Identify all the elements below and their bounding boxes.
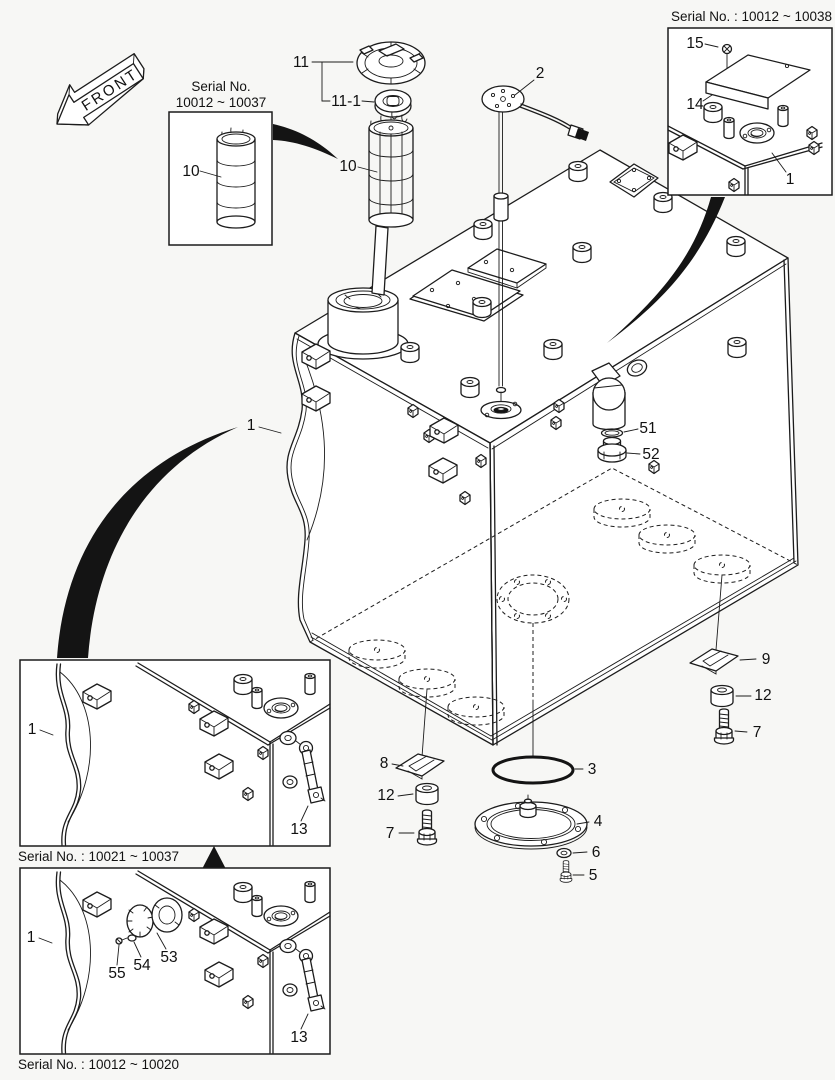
callout-label-13-mid: 13 (290, 821, 307, 838)
tank-hidden-bottom (309, 467, 799, 758)
cap-gasket-ring (374, 89, 412, 118)
inset-strainer-drawing: 10 (182, 127, 256, 229)
swoosh-arrow-left (57, 427, 238, 658)
access-cover-plate (609, 163, 659, 198)
callout-cover-plate: 14 (686, 94, 713, 113)
triangle-marker (201, 846, 227, 871)
tank-top-fittings (301, 160, 747, 506)
callout-label-1: 1 (247, 417, 256, 434)
callout-label-1-tr: 1 (786, 171, 795, 188)
callout-cap-gasket: 11-1 (321, 93, 375, 110)
elbow-fitting-group (591, 362, 627, 463)
callout-label-52: 52 (642, 446, 659, 463)
callout-label-12l: 12 (377, 787, 394, 804)
callout-label-11: 11 (293, 54, 309, 71)
callout-label-1-mid: 1 (28, 721, 37, 738)
callout-elbow-oring: 51 (623, 420, 657, 437)
callout-clip-right: 9 (739, 651, 771, 668)
callout-label-12r: 12 (754, 687, 771, 704)
callout-tank-inset-mid: 1 (28, 721, 54, 738)
callout-label-10-inset: 10 (182, 163, 200, 180)
inset-top-right-box: Serial No. : 10012 ~ 10038 15 14 (667, 9, 833, 196)
strainer-and-cap-assembly (356, 41, 426, 296)
callout-cover-bolt: 15 (686, 35, 719, 52)
callout-link-bottom: 13 (290, 1013, 309, 1046)
filler-cap (356, 41, 426, 85)
callout-label-53: 53 (160, 949, 177, 966)
callout-sender: 2 (514, 65, 545, 96)
sensor-disc-group: 55 54 53 (108, 897, 183, 982)
callout-label-7l: 7 (386, 825, 395, 842)
callout-label-4: 4 (594, 813, 603, 830)
drain-oring (491, 755, 575, 785)
callout-label-13-bottom: 13 (290, 1029, 307, 1046)
callout-label-15: 15 (686, 35, 703, 52)
main-tank-body (286, 149, 799, 746)
bottom-hardware (395, 648, 739, 883)
filler-neck (317, 287, 409, 360)
callout-disc-bolt: 55 (108, 944, 126, 982)
inset-mid-left-caption: Serial No. : 10021 ~ 10037 (18, 849, 179, 864)
drain-washer (556, 847, 572, 859)
callout-label-10: 10 (339, 158, 357, 175)
cover-plate (705, 54, 811, 110)
callout-label-11-1: 11-1 (331, 93, 361, 110)
drain-bolt (559, 860, 573, 883)
callout-label-51: 51 (639, 420, 656, 437)
cover-bolt (721, 43, 733, 73)
callout-label-5: 5 (589, 867, 598, 884)
callout-sensor-disc: 53 (156, 932, 178, 966)
callout-clip-left: 8 (380, 755, 404, 772)
sender-flange-ring (480, 400, 522, 420)
callout-spacer-right: 12 (735, 687, 772, 704)
callout-link-mid: 13 (290, 805, 309, 838)
callout-label-8: 8 (380, 755, 389, 772)
swoosh-arrow-top-right (607, 197, 725, 343)
callout-bolt-right: 7 (734, 724, 762, 741)
callout-elbow-plug: 52 (626, 446, 660, 463)
inset-strainer-caption-line2: 10012 ~ 10037 (176, 95, 266, 110)
callout-label-55: 55 (108, 965, 125, 982)
callout-label-3: 3 (588, 761, 597, 778)
callout-tank-inset-bottom: 1 (27, 929, 53, 946)
callout-tank-inset-top-right: 1 (771, 152, 795, 188)
drain-opening-hidden (496, 574, 570, 758)
callout-bolt-left: 7 (386, 825, 415, 842)
inset-top-right-drawing: 15 14 1 (667, 35, 823, 196)
callout-label-7r: 7 (753, 724, 762, 741)
mounting-plates (409, 248, 547, 322)
inset-bottom-left-box: 55 54 53 1 13 Serial No. : 10012 ~ 10020 (18, 867, 331, 1072)
inset-strainer-box: Serial No. 10012 ~ 10037 10 (168, 79, 273, 246)
callout-drain-flange: 4 (576, 813, 603, 830)
callout-label-14: 14 (686, 96, 704, 113)
callout-label-9: 9 (762, 651, 771, 668)
callout-label-6: 6 (592, 844, 601, 861)
callout-strainer-main: 10 (339, 158, 378, 175)
callout-label-2: 2 (536, 65, 545, 82)
callout-drain-bolt: 5 (572, 867, 598, 884)
elbow-plug (597, 436, 627, 463)
grommet-ring (626, 359, 648, 377)
callout-label-1-bottom: 1 (27, 929, 36, 946)
inset-mid-left-box: 1 13 Serial No. : 10021 ~ 10037 (18, 659, 331, 864)
callout-label-54: 54 (133, 957, 151, 974)
callout-drain-oring: 3 (574, 761, 597, 778)
callout-disc-washer: 54 (133, 941, 151, 974)
callout-filler-cap: 11 (293, 54, 354, 102)
suction-strainer (368, 111, 414, 296)
swoosh-arrow-strainer (273, 124, 338, 159)
callouts-main: 11 11-1 10 2 1 51 52 9 12 7 8 12 (247, 54, 772, 884)
callout-main-tank: 1 (247, 417, 282, 434)
callout-drain-washer: 6 (572, 844, 601, 861)
callout-spacer-left: 12 (377, 787, 414, 804)
inset-bottom-left-caption: Serial No. : 10012 ~ 10020 (18, 1057, 179, 1072)
front-arrow: FRONT (56, 52, 145, 126)
inset-top-right-caption: Serial No. : 10012 ~ 10038 (671, 9, 832, 24)
fuel-sender-unit (480, 85, 589, 420)
drain-flange-plate (474, 794, 588, 850)
inset-strainer-caption-line1: Serial No. (191, 79, 250, 94)
